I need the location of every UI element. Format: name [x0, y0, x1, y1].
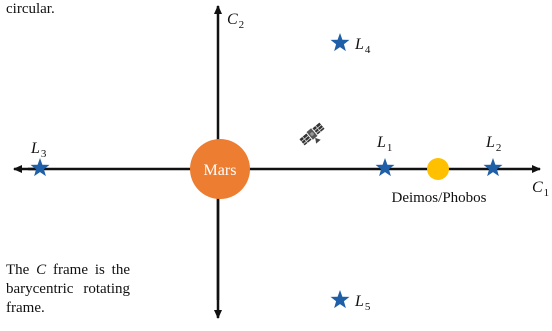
mars-body	[190, 139, 250, 199]
l3-star-icon	[30, 158, 50, 177]
c1-axis-label: C1	[532, 179, 550, 200]
moon-label: Deimos/Phobos	[391, 190, 486, 206]
l1-label: L1	[377, 134, 393, 155]
l2-star-icon	[483, 158, 503, 177]
l5-star-icon	[330, 290, 350, 309]
frame-note: The C frame is the barycentric rotating …	[6, 262, 131, 316]
satellite-icon	[299, 122, 325, 146]
l4-label: L4	[355, 36, 371, 57]
mars-label: Mars	[204, 162, 237, 179]
top-note: circular.	[6, 1, 55, 17]
l2-label: L2	[486, 134, 502, 155]
l1-star-icon	[375, 158, 395, 177]
c2-axis-label: C2	[227, 11, 245, 32]
l4-star-icon	[330, 33, 350, 52]
moon-body	[427, 158, 449, 180]
l3-label: L3	[31, 140, 47, 161]
l5-label: L5	[355, 293, 371, 314]
